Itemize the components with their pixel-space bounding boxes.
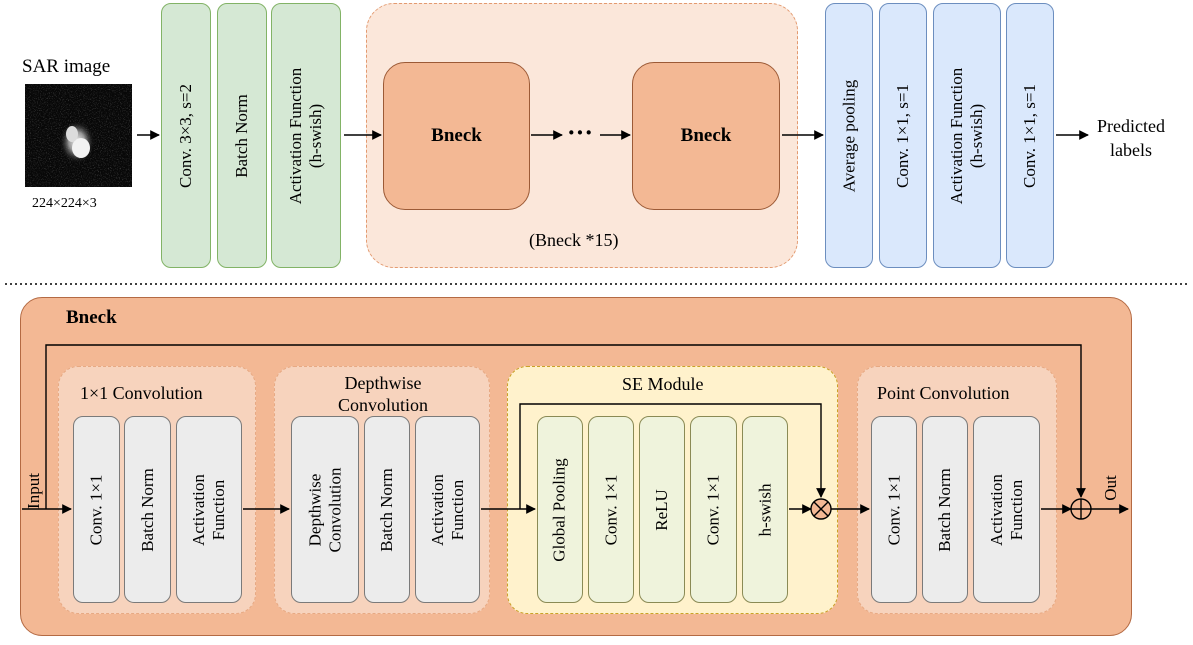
se-conv-block-1: Conv. 1×1	[588, 416, 634, 603]
g4-activation-block: Activation Function	[973, 416, 1040, 603]
g2-batchnorm-block: Batch Norm	[364, 416, 410, 603]
head-activation-block: Activation Function (h-swish)	[933, 3, 1001, 268]
g1-activation-block: Activation Function	[176, 416, 242, 603]
head-avgpool-block: Average pooling	[825, 3, 873, 268]
group-1x1-conv-title: 1×1 Convolution	[80, 383, 203, 403]
residual-skip-connection	[45, 344, 1086, 509]
group-point-conv-title: Point Convolution	[877, 383, 1010, 403]
sar-image-title: SAR image	[22, 56, 111, 77]
head-conv-block-2: Conv. 1×1, s=1	[1006, 3, 1054, 268]
bneck-stack-caption: (Bneck *15)	[529, 230, 619, 250]
se-relu-block: ReLU	[639, 416, 685, 603]
stem-conv-block: Conv. 3×3, s=2	[161, 3, 211, 268]
sar-image-thumbnail	[25, 84, 132, 187]
g4-batchnorm-block: Batch Norm	[922, 416, 968, 603]
se-hswish-block: h-swish	[742, 416, 788, 603]
g2-activation-block: Activation Function	[415, 416, 480, 603]
head-conv-block-1: Conv. 1×1, s=1	[879, 3, 927, 268]
bneck-block-first-label: Bneck	[431, 125, 482, 146]
g1-batchnorm-block: Batch Norm	[124, 416, 171, 603]
predicted-labels-text: Predicted labels	[1097, 116, 1165, 160]
bneck-ellipsis: ···	[567, 118, 594, 147]
group-se-module-title: SE Module	[622, 374, 704, 394]
g2-depthwise-block: Depthwise Convolution	[291, 416, 359, 603]
bneck-detail-title: Bneck	[66, 307, 117, 328]
g4-conv-block: Conv. 1×1	[871, 416, 917, 603]
stem-activation-block: Activation Function (h-swish)	[271, 3, 341, 268]
bneck-block-first: Bneck	[383, 62, 530, 210]
stem-batchnorm-block: Batch Norm	[217, 3, 267, 268]
group-depthwise-conv-title: Depthwise Convolution	[337, 373, 428, 415]
g1-conv-block: Conv. 1×1	[73, 416, 120, 603]
sar-image-dimensions: 224×224×3	[32, 196, 97, 211]
bneck-block-last-label: Bneck	[680, 125, 732, 146]
bneck-block-last: Bneck	[632, 62, 780, 210]
sar-image-graphic	[25, 84, 132, 187]
se-global-pooling-block: Global Pooling	[537, 416, 583, 603]
se-skip-connection	[519, 403, 826, 509]
se-conv-block-2: Conv. 1×1	[690, 416, 737, 603]
